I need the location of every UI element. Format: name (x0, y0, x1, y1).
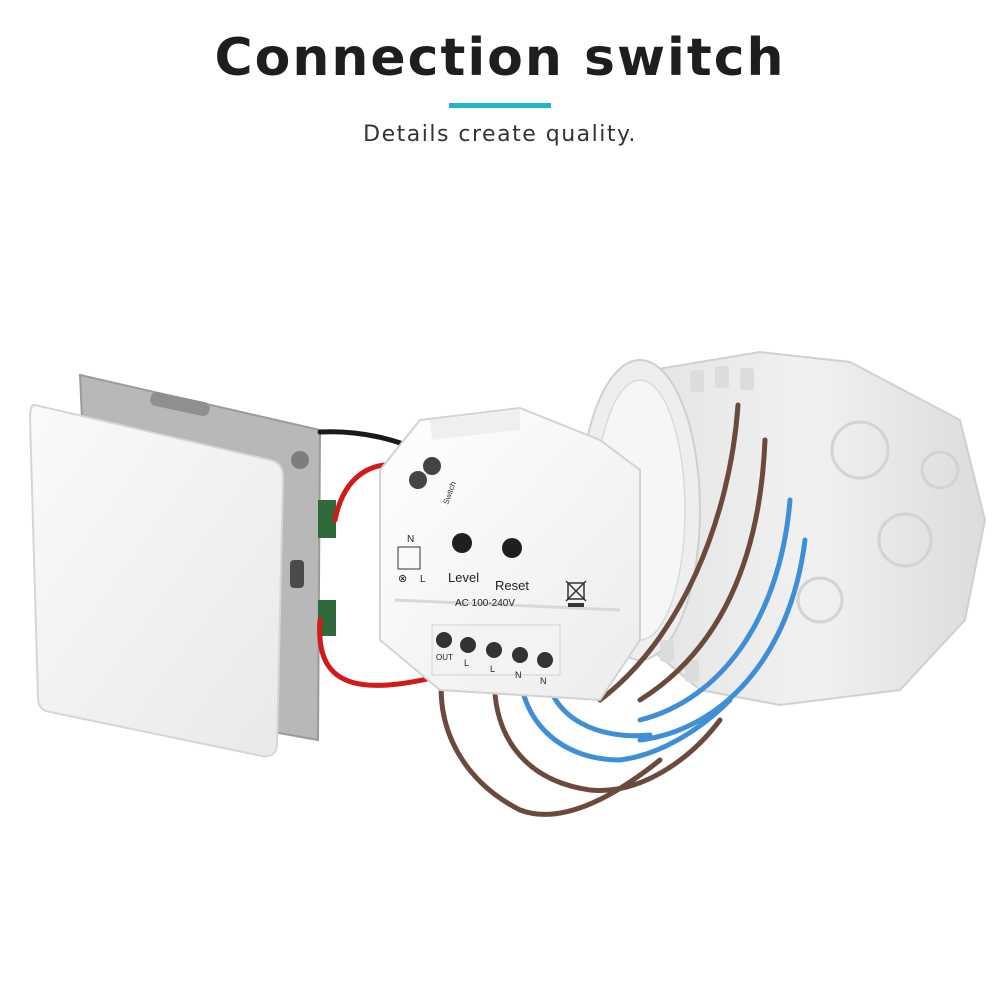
level-button (452, 533, 472, 553)
neutral-mark: N (407, 534, 414, 545)
product-illustration: Level Reset AC 100-240V N ⊗ L Switch OUT… (0, 300, 1000, 860)
level-label: Level (448, 570, 479, 585)
wall-switch (28, 373, 336, 758)
product-scene-svg: Level Reset AC 100-240V N ⊗ L Switch OUT… (28, 350, 987, 817)
live-mark: L (420, 574, 426, 585)
terminal-out: OUT (436, 653, 453, 662)
terminal-l2: L (490, 664, 495, 674)
lamp-mark: ⊗ (398, 573, 407, 585)
junction-box (579, 350, 987, 707)
smart-module: Level Reset AC 100-240V N ⊗ L Switch OUT… (379, 406, 641, 702)
terminal-n2: N (540, 676, 547, 686)
terminal-l1: L (464, 658, 469, 668)
page-subtitle: Details create quality. (363, 122, 637, 147)
terminal-n1: N (515, 670, 522, 680)
accent-underline (449, 103, 551, 108)
reset-button (502, 538, 522, 558)
wires-back (597, 402, 808, 743)
weee-bin-icon (565, 580, 587, 607)
voltage-label: AC 100-240V (455, 598, 515, 609)
terminal-block: OUT L L N N (431, 624, 561, 686)
reset-label: Reset (495, 578, 529, 593)
header: Connection switch Details create quality… (0, 0, 1000, 170)
page-title: Connection switch (214, 28, 786, 88)
